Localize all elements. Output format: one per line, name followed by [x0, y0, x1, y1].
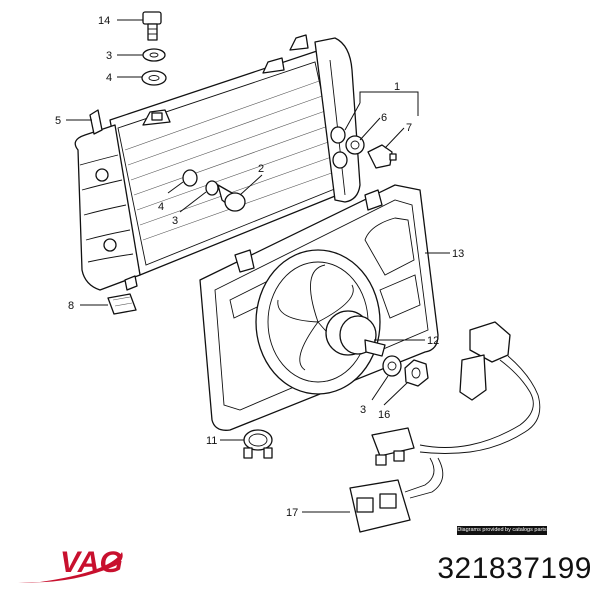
callout-3-mid: 3 — [172, 215, 178, 227]
washer-lower — [382, 355, 402, 377]
brand-name: VAG — [60, 546, 123, 579]
thermo-switch — [182, 169, 246, 212]
callout-5: 5 — [55, 115, 61, 127]
callout-13: 13 — [452, 248, 464, 260]
vag-logo: VAG — [18, 546, 123, 583]
sealing-ring — [345, 135, 365, 155]
nut — [404, 359, 429, 387]
callouts: 14 3 4 5 4 3 2 1 6 7 13 8 12 3 16 11 17 — [55, 15, 464, 519]
callout-4-mid: 4 — [158, 201, 164, 213]
callout-12: 12 — [427, 335, 439, 347]
callout-8: 8 — [68, 300, 74, 312]
credit-banner: Diagrams provided by catalogs parts — [457, 526, 547, 535]
callout-3-top: 3 — [106, 50, 112, 62]
fan-assembly — [255, 249, 386, 395]
callout-6: 6 — [381, 112, 387, 124]
callout-3-bottom: 3 — [360, 404, 366, 416]
leader-lines — [66, 19, 450, 513]
wiring-harness — [349, 321, 541, 533]
bolt — [142, 11, 162, 41]
connector-plug — [107, 293, 137, 315]
part-number: 321837199 — [437, 552, 592, 585]
callout-14: 14 — [98, 15, 110, 27]
callout-1: 1 — [394, 81, 400, 93]
hose-clip — [243, 429, 273, 459]
spring-washer — [142, 48, 166, 62]
callout-11: 11 — [206, 435, 217, 447]
radiator — [74, 34, 361, 291]
callout-16: 16 — [378, 409, 390, 421]
rubber-washer — [141, 70, 167, 86]
callout-7: 7 — [406, 122, 412, 134]
callout-2: 2 — [258, 163, 264, 175]
callout-4-top: 4 — [106, 72, 112, 84]
callout-17: 17 — [286, 507, 298, 519]
temperature-sender — [367, 144, 397, 169]
